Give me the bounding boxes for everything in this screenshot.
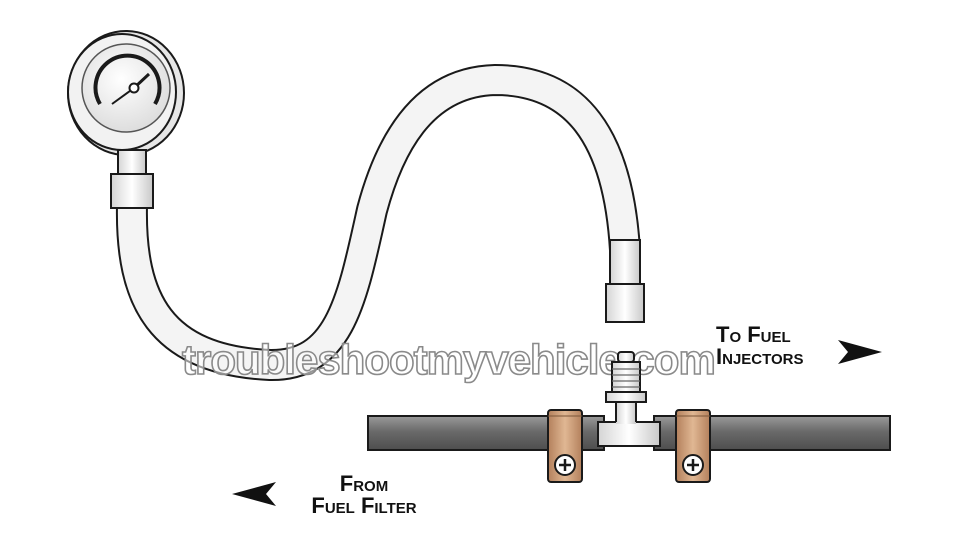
hose-coupler — [605, 239, 645, 323]
clamp-screw-icon — [682, 454, 704, 476]
tee-fitting — [597, 404, 661, 447]
direction-arrow-icon — [232, 482, 276, 506]
arrow-to-injectors — [838, 340, 882, 364]
hose-clamp-right — [675, 409, 711, 483]
gauge-fitting — [110, 149, 154, 209]
test-hose — [115, 63, 641, 382]
pressure-gauge-icon — [67, 30, 185, 156]
label-to-line1: To Fuel — [716, 322, 791, 347]
label-to-fuel-injectors: To Fuel Injectors — [716, 324, 804, 368]
hose-clamp-left — [547, 409, 583, 483]
arrow-from-filter — [232, 482, 276, 506]
clamp-screw-icon — [554, 454, 576, 476]
label-from-line2: Fuel Filter — [311, 493, 417, 518]
label-from-line1: From — [339, 471, 389, 496]
label-to-line2: Injectors — [716, 344, 804, 369]
label-from-fuel-filter: From Fuel Filter — [297, 473, 431, 517]
direction-arrow-icon — [838, 340, 882, 364]
